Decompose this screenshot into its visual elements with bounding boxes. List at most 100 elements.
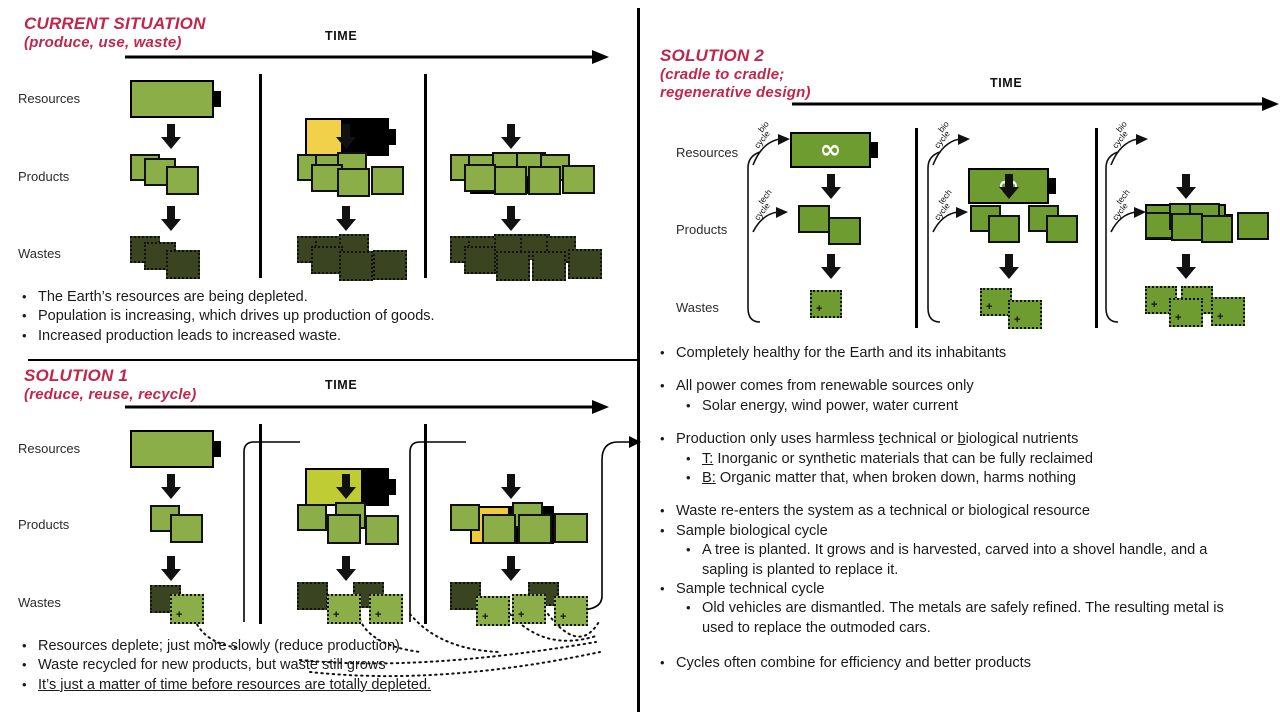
waste-box-recycled: + — [170, 594, 204, 624]
bullet-text: Cycles often combine for efficiency and … — [676, 655, 1032, 672]
battery-fill — [132, 82, 212, 116]
bullet-text: It’s just a matter of time before resour… — [38, 676, 432, 693]
current-situation-title: CURRENT SITUATION (produce, use, waste) — [24, 14, 206, 52]
current-arrow-col3-res-prod — [501, 124, 521, 149]
solution2-products-col1 — [798, 205, 908, 250]
bullet-glyph: • — [22, 308, 27, 324]
waste-box — [496, 251, 530, 281]
battery-terminal — [1048, 178, 1056, 194]
product-box — [988, 215, 1020, 243]
plus-glyph: + — [518, 609, 525, 621]
solution1-wastes-col1: + — [150, 585, 260, 630]
list-item: • Old vehicles are dismantled. The metals… — [660, 599, 1246, 638]
solution2-column-divider-2 — [1095, 128, 1098, 328]
solution1-title: SOLUTION 1 (reduce, reuse, recycle) — [24, 366, 196, 404]
current-products-col3 — [450, 152, 615, 200]
plus-glyph: + — [333, 609, 340, 621]
current-row-label-products: Products — [18, 169, 70, 184]
solution1-row-label-resources: Resources — [18, 441, 81, 456]
solution2-wastes-col2: + + — [980, 288, 1100, 333]
plus-glyph: + — [482, 611, 489, 623]
battery-body — [130, 80, 214, 118]
panel-solution-1: SOLUTION 1 (reduce, reuse, recycle) TIME… — [0, 360, 641, 720]
product-box — [554, 513, 588, 543]
solution2-arrow-col1-prod-waste — [821, 254, 841, 279]
bullet-text: Sample technical cycle — [676, 581, 825, 598]
bullet-glyph: • — [22, 638, 27, 653]
waste-box: + — [810, 290, 842, 318]
current-products-col2 — [297, 152, 437, 200]
battery-terminal — [388, 478, 396, 496]
solution1-arrow-col2-prod-waste — [336, 556, 356, 581]
battery-body — [790, 132, 871, 168]
solution1-title-line1: SOLUTION 1 — [24, 366, 129, 385]
solution2-products-col2 — [970, 205, 1110, 250]
solution1-wastes-col3: + + + — [450, 582, 620, 630]
battery-terminal — [870, 142, 878, 158]
bullet-text: Population is increasing, which drives u… — [38, 308, 435, 325]
waste-box-recycled: + — [369, 594, 403, 624]
current-products-col1 — [130, 152, 250, 200]
waste-box-recycled: + — [512, 594, 546, 624]
waste-box-recycled: + — [476, 596, 510, 626]
current-column-divider-1 — [259, 74, 262, 278]
bullet-glyph: • — [686, 542, 691, 558]
current-time-axis-arrow — [125, 50, 609, 64]
product-box — [365, 515, 399, 545]
list-item: •It’s just a matter of time before resou… — [22, 676, 622, 695]
list-item: •The Earth’s resources are being deplete… — [22, 288, 622, 307]
solution2-title-line2: (cradle to cradle; — [660, 66, 785, 84]
current-situation-title-line1: CURRENT SITUATION — [24, 14, 206, 33]
current-arrow-col1-res-prod — [161, 124, 181, 149]
bullet-glyph: • — [660, 655, 665, 671]
bullet-text: T: Inorganic or synthetic materials that… — [702, 450, 1093, 467]
plus-glyph: + — [816, 303, 823, 315]
solution1-bullet-list: •Resources deplete; just more slowly (re… — [22, 637, 622, 695]
battery-terminal — [213, 440, 221, 458]
bullet-glyph: • — [686, 600, 691, 616]
panel-current-situation: CURRENT SITUATION (produce, use, waste) … — [0, 0, 637, 359]
plus-glyph: + — [375, 609, 382, 621]
solution1-arrow-col3-res-prod — [501, 474, 521, 499]
product-box — [371, 166, 404, 195]
current-column-divider-2 — [424, 74, 427, 278]
battery-terminal — [388, 128, 396, 146]
solution2-row-label-wastes: Wastes — [676, 300, 719, 315]
main-vertical-divider — [637, 8, 640, 712]
solution1-row-label-wastes: Wastes — [18, 595, 61, 610]
solution1-column-divider-1 — [259, 424, 262, 624]
solution2-arrow-col3-prod-waste — [1176, 254, 1196, 279]
solution1-products-col3 — [450, 502, 610, 550]
panel-solution-2: SOLUTION 2 (cradle to cradle; regenerati… — [640, 0, 1280, 720]
solution1-title-line2: (reduce, reuse, recycle) — [24, 386, 197, 404]
product-box — [798, 205, 830, 233]
solution2-wastes-col3: + + + + — [1145, 286, 1275, 334]
infinity-icon: ∞ — [819, 135, 842, 165]
product-box — [518, 514, 552, 544]
current-situation-title-line2: (produce, use, waste) — [24, 34, 182, 52]
waste-box — [166, 250, 200, 279]
solution2-arrow-col2-prod-waste — [999, 254, 1019, 279]
bullet-text: Waste re-enters the system as a technica… — [676, 503, 1090, 520]
product-box — [528, 166, 561, 195]
product-box — [464, 164, 496, 192]
solution2-title: SOLUTION 2 (cradle to cradle; regenerati… — [660, 46, 811, 101]
bullet-glyph: • — [660, 522, 665, 538]
plus-glyph: + — [1217, 311, 1224, 323]
list-item: •Sample biological cycle — [660, 522, 1265, 541]
solution2-arrow-col3-res-prod — [1176, 174, 1196, 199]
solution1-products-col1 — [150, 505, 260, 550]
bullet-text: All power comes from renewable sources o… — [676, 378, 974, 395]
waste-box-dark — [450, 582, 481, 610]
solution2-title-line3: regenerative design) — [660, 83, 811, 101]
plus-glyph: + — [560, 611, 567, 623]
plus-glyph: + — [176, 609, 183, 621]
bullet-glyph: • — [22, 289, 27, 304]
list-item: •Resources deplete; just more slowly (re… — [22, 637, 622, 656]
bullet-glyph: • — [660, 431, 665, 447]
list-item: •T: Inorganic or synthetic materials tha… — [660, 450, 1265, 469]
bullet-glyph: • — [686, 470, 691, 486]
bullet-text: Production only uses harmless technical … — [676, 431, 1079, 448]
bullet-text: Old vehicles are dismantled. The metals … — [702, 600, 1224, 636]
product-box — [327, 514, 361, 544]
